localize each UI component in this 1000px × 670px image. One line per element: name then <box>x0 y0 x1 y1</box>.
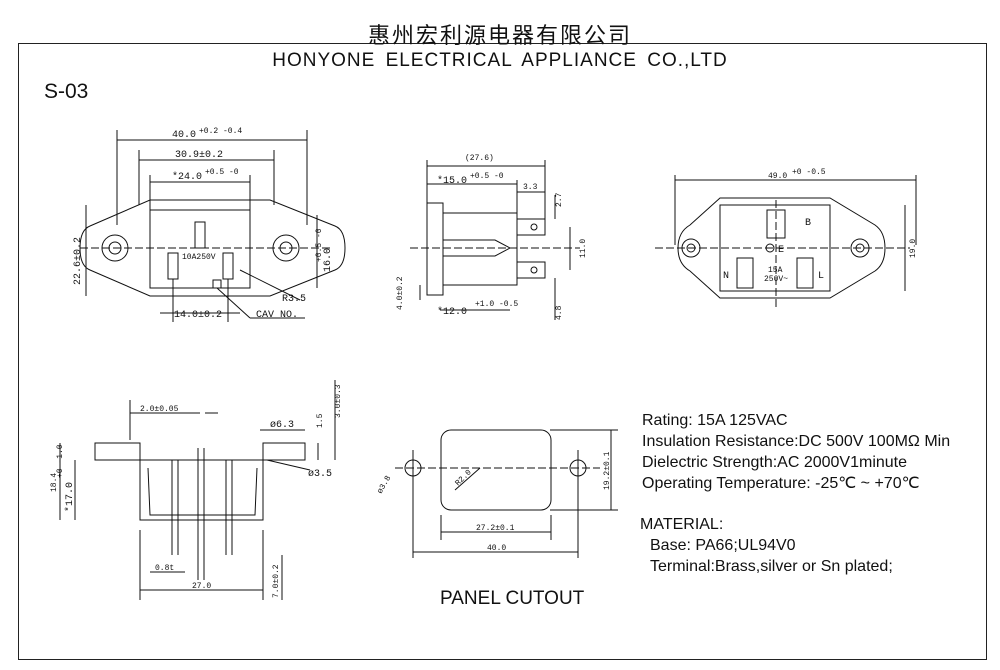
spec-temperature: Operating Temperature: -25℃ ~ +70℃ <box>642 475 920 492</box>
dim-h1: 1.5 <box>316 413 325 428</box>
dim-cutout-hole: ø3.8 <box>376 474 393 495</box>
material-section: MATERIAL: Base: PA66;UL94V0 Terminal:Bra… <box>640 514 893 577</box>
dim-pin-length: 7.0±0.2 <box>272 564 281 598</box>
material-base: Base: PA66;UL94V0 <box>650 537 796 554</box>
spec-dielectric: Dielectric Strength:AC 2000V1minute <box>642 454 908 471</box>
dim-pin-spacing: 14.0±0.2 <box>174 310 222 321</box>
dim-total-height: 18.4 <box>50 473 59 492</box>
rating-mark: 10A250V <box>182 253 216 262</box>
model-number: S-03 <box>44 80 89 103</box>
dim-width-body: 30.9±0.2 <box>175 150 223 161</box>
company-name-english-text: HONYONE ELECTRICAL APPLIANCE CO.,LTD <box>264 50 736 71</box>
front-view <box>79 130 346 322</box>
dim-hole-diameter-small: ø3.5 <box>308 469 332 480</box>
material-heading: MATERIAL: <box>640 516 724 533</box>
dim-body-height: *17.0 <box>64 482 76 512</box>
dim-height-body: 16.0 <box>323 248 334 272</box>
cav-number-label: CAV NO. <box>256 310 298 321</box>
dim-tab-height: 2.7 <box>555 192 564 207</box>
dim-width-inner-tol: +0.5 -0 <box>205 168 239 177</box>
material-terminal: Terminal:Brass,silver or Sn plated; <box>650 558 893 575</box>
dim-body-height-tol: +0 -1.0 <box>56 444 65 478</box>
terminal-label-e: E <box>778 245 784 256</box>
drawing-frame <box>18 43 987 660</box>
dim-pin-gap: 11.0 <box>579 239 588 258</box>
dim-lower-depth: *12.0 <box>437 306 467 318</box>
dim-cutout-outer-width: 40.0 <box>487 544 506 553</box>
dim-width-overall-tol: +0.2 -0.4 <box>199 127 242 136</box>
panel-cutout-label: PANEL CUTOUT <box>440 588 585 609</box>
dim-width-inner: *24.0 <box>172 171 202 183</box>
rear-volt-mark: 250V~ <box>764 275 788 284</box>
dim-cutout-height: 19.2±0.1 <box>603 451 612 490</box>
dim-height-overall: 22.6±0.2 <box>73 237 84 285</box>
dim-tab-thickness: 0.8t <box>155 564 174 573</box>
dim-pin-thickness: 2.0±0.05 <box>140 405 179 414</box>
dim-depth-ref: (27.6) <box>465 154 494 163</box>
dim-flange-thickness: 4.0±0.2 <box>396 276 405 310</box>
spec-insulation: Insulation Resistance:DC 500V 100MΩ Min <box>642 433 951 450</box>
dim-tab-width: 3.3 <box>523 183 538 192</box>
panel-cutout-view <box>395 429 618 558</box>
rear-view <box>655 175 917 310</box>
dim-hole-diameter: ø6.3 <box>270 420 294 431</box>
dim-flange-depth-tol: +0.5 -0 <box>470 172 504 181</box>
dim-rear-width-tol: +0 -0.5 <box>792 168 826 177</box>
company-name-english: HONYONE ELECTRICAL APPLIANCE CO.,LTD <box>0 50 1000 72</box>
rear-amp-mark: 15A <box>768 266 783 275</box>
dim-h2: 3.0±0.3 <box>334 384 343 418</box>
company-name-chinese: 惠州宏利源电器有限公司 <box>367 24 632 49</box>
dim-lower-depth-tol: +1.0 -0.5 <box>475 300 518 309</box>
dim-cutout-radius: R2.0 <box>454 468 474 488</box>
side-view <box>410 160 580 320</box>
dim-rear-width: 49.0 <box>768 172 787 181</box>
dim-height-body-tol: +0.5 -0 <box>315 228 324 262</box>
dim-radius: R3.5 <box>282 294 306 305</box>
dim-rear-height: 19.0 <box>909 239 918 258</box>
section-view <box>59 380 336 600</box>
dim-flange-depth: *15.0 <box>437 175 467 187</box>
terminal-label-n: N <box>723 271 729 282</box>
spec-rating: Rating: 15A 125VAC <box>642 412 788 429</box>
dim-cutout-inner-width: 27.2±0.1 <box>476 524 515 533</box>
dim-section-width: 27.0 <box>192 582 211 591</box>
dim-width-overall: 40.0 <box>172 130 196 141</box>
dim-tab-spacing: 4.8 <box>555 305 564 320</box>
specifications: Rating: 15A 125VAC Insulation Resistance… <box>642 410 950 494</box>
terminal-label-l: L <box>818 271 824 282</box>
terminal-label-b: B <box>805 218 811 229</box>
